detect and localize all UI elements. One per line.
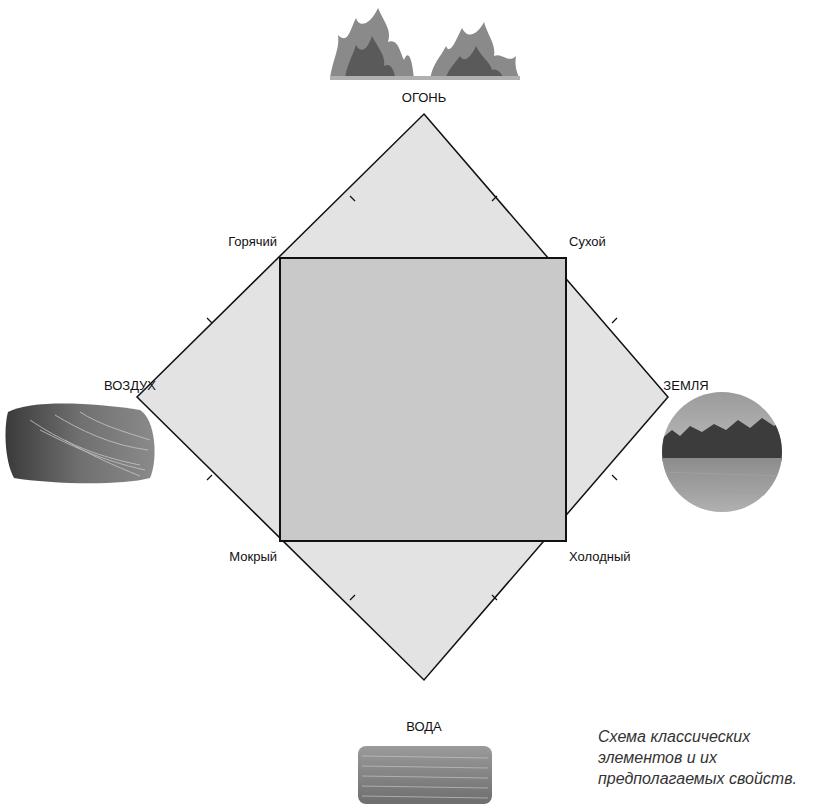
earth-picture <box>660 390 784 518</box>
element-name: ЗЕМЛЯ <box>663 378 708 394</box>
property-label: Мокрый <box>229 549 277 565</box>
fire-picture <box>330 8 520 80</box>
outer-diamond <box>137 114 668 680</box>
property-label: Сухой <box>569 234 606 250</box>
air-picture <box>6 404 155 484</box>
figure-caption: Схема классических элементов и их предпо… <box>598 727 813 789</box>
water-picture <box>358 746 492 804</box>
inner-square <box>280 258 566 541</box>
element-name: ВОДА <box>406 719 442 735</box>
property-label: Холодный <box>569 549 631 565</box>
element-name: ОГОНЬ <box>402 90 446 106</box>
property-label: Горячий <box>228 234 277 250</box>
tick-marks <box>207 196 617 600</box>
element-name: ВОЗДУХ <box>104 378 156 394</box>
